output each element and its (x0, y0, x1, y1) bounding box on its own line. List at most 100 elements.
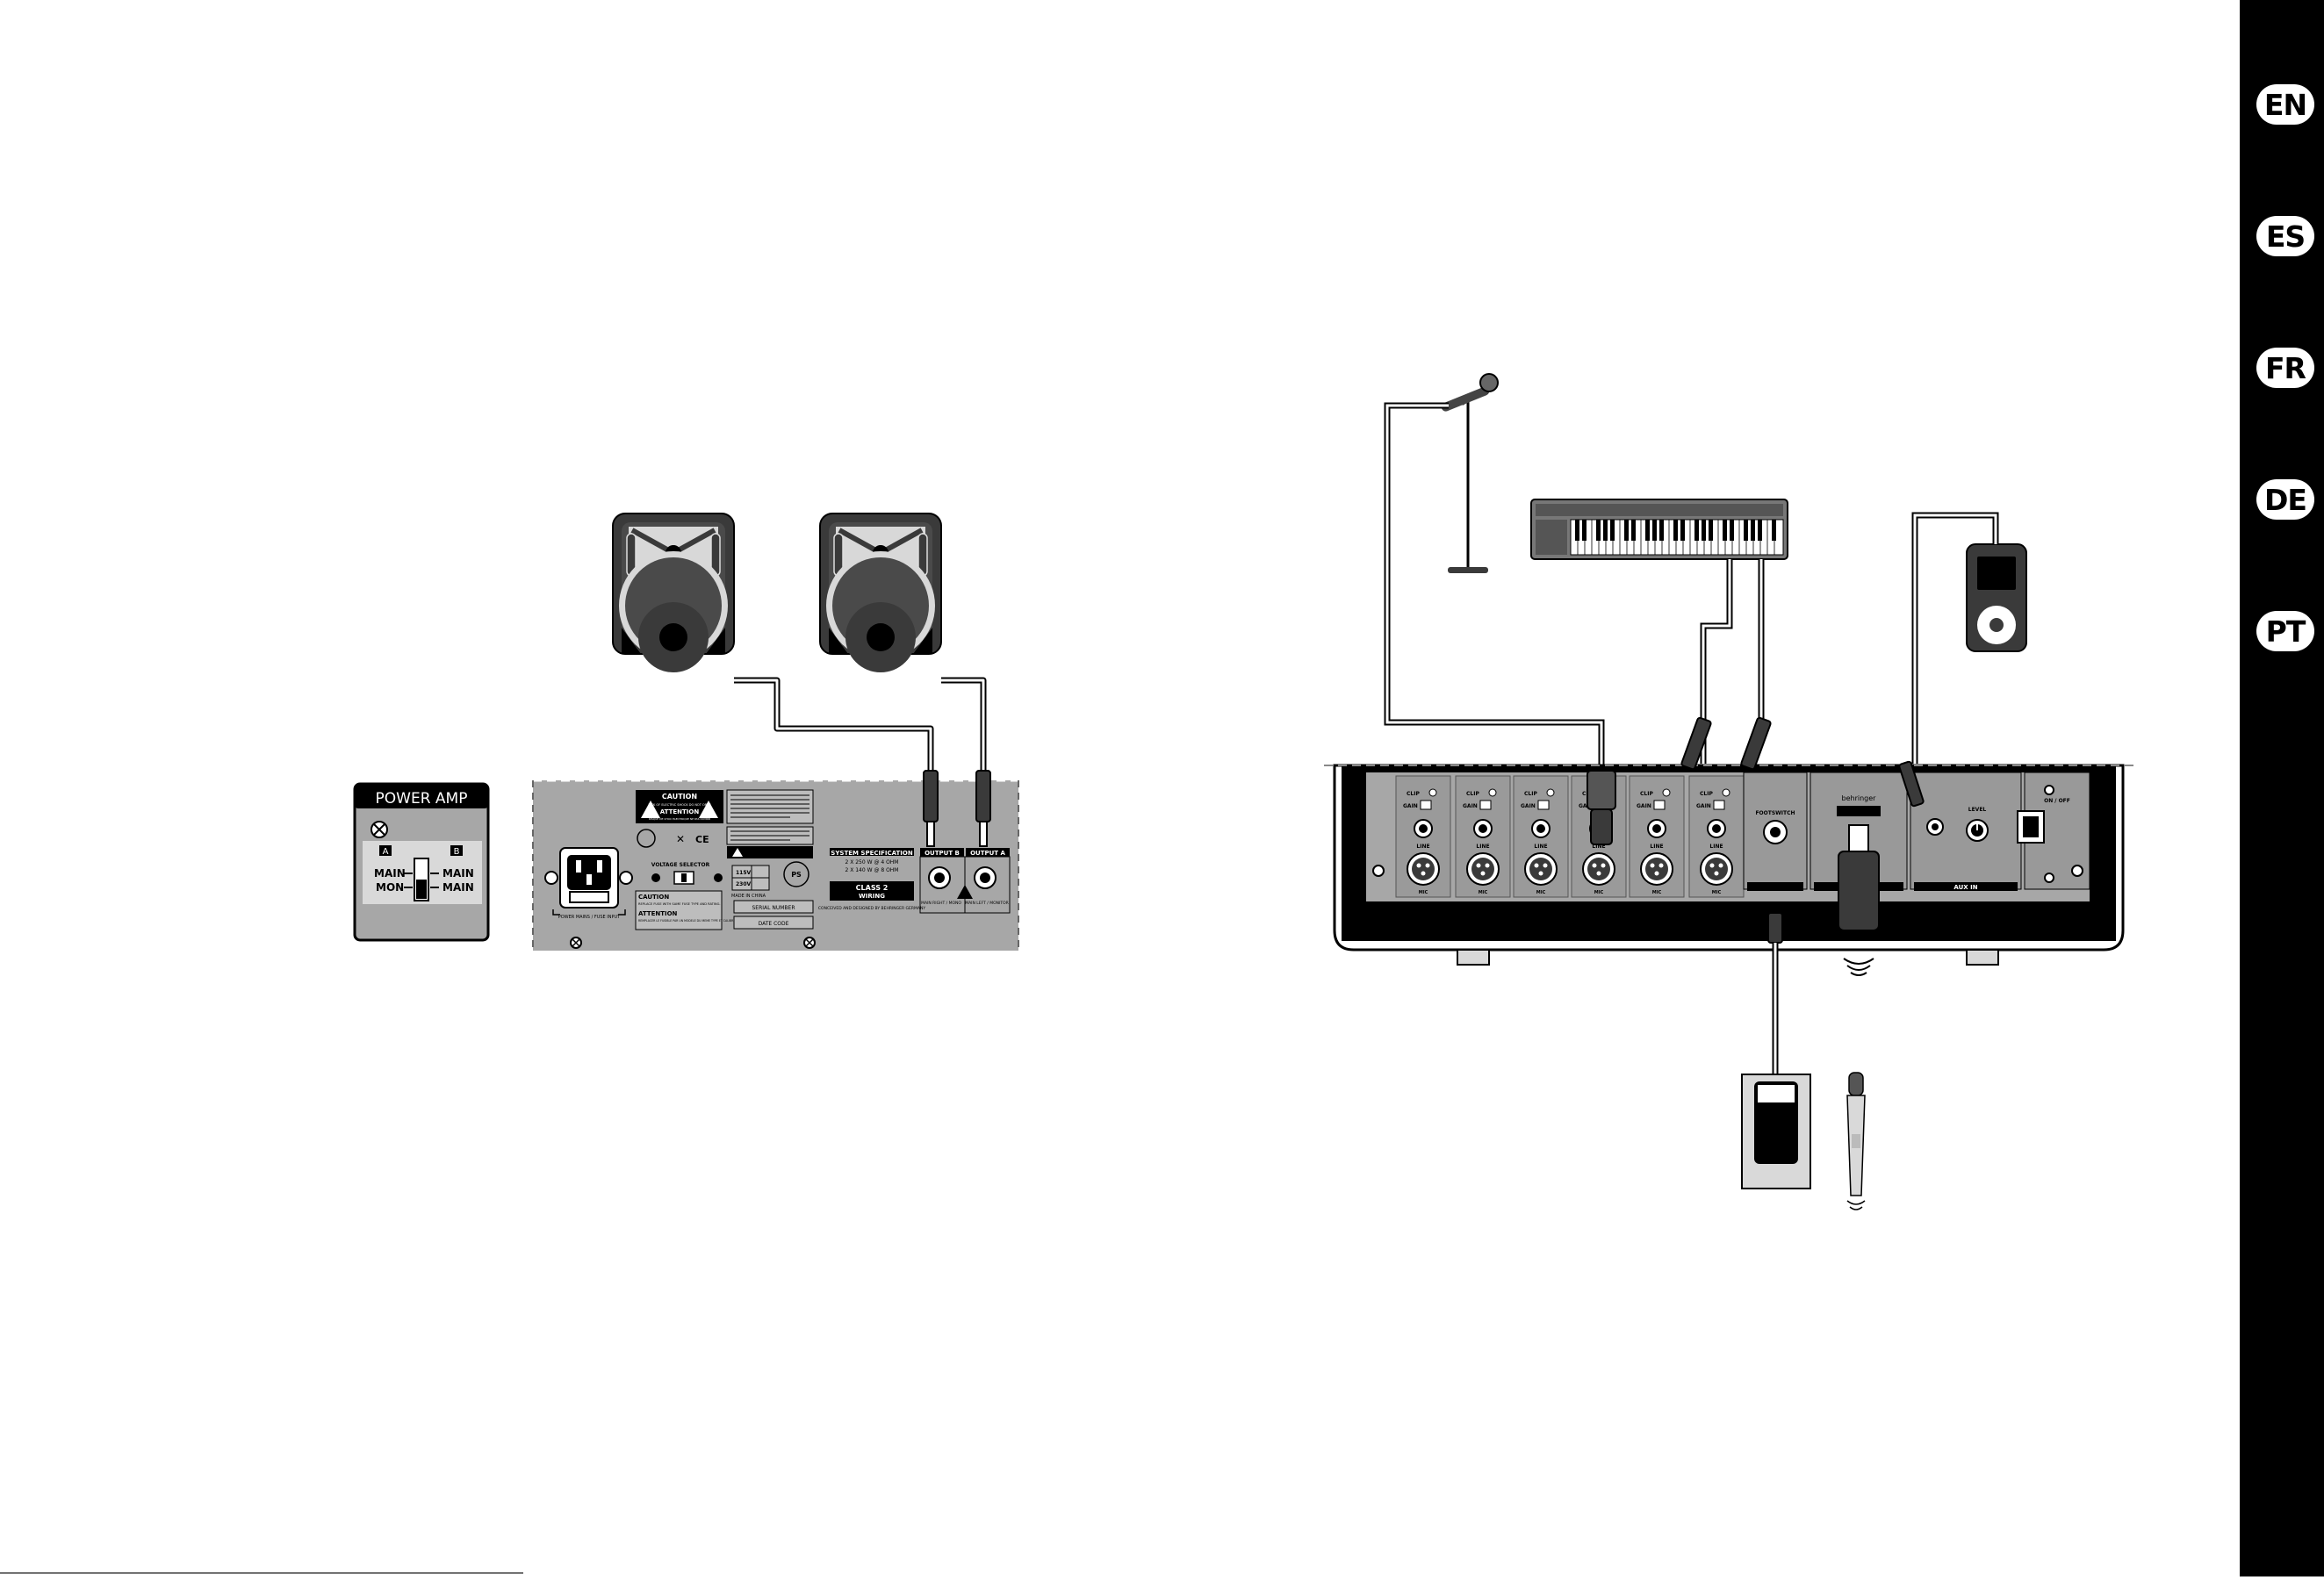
output-b-jack[interactable] (928, 866, 951, 889)
caution2-title: CAUTION (638, 894, 669, 901)
mixer-plugs (1587, 716, 1925, 944)
conceived-text: CONCEIVED AND DESIGNED BY BEHRINGER GERM… (818, 906, 925, 911)
mic-input-xlr[interactable] (1700, 852, 1733, 886)
music-player (1966, 543, 2027, 652)
aux-level-knob[interactable] (1966, 819, 1989, 842)
svg-text:✕: ✕ (676, 833, 685, 845)
clip-label: CLIP (1524, 791, 1537, 797)
mic-label: MIC (1536, 890, 1546, 895)
mic-label: MIC (1594, 890, 1604, 895)
speaker-left (612, 513, 735, 672)
tab-pt[interactable]: PT (2256, 611, 2314, 651)
power-amp-title: POWER AMP (376, 790, 468, 808)
keyboard (1530, 499, 1788, 560)
microphone-stand (1441, 373, 1499, 573)
caution-sub: RISK OF ELECTRIC SHOCK DO NOT OPEN (648, 803, 711, 807)
power-mains-label: POWER MAINS / FUSE INPUT (558, 915, 621, 920)
voltage-230: 230V (736, 881, 752, 887)
mic-input-xlr[interactable] (1466, 852, 1500, 886)
line-label: LINE (1476, 844, 1489, 850)
mic-label: MIC (1652, 890, 1662, 895)
keyboard-keys (1570, 520, 1776, 555)
line-input-jack[interactable] (1647, 819, 1666, 838)
level-label: LEVEL (1968, 807, 1987, 813)
line-input-jack[interactable] (1531, 819, 1551, 838)
voltage-115: 115V (736, 870, 752, 876)
tab-de[interactable]: DE (2256, 479, 2314, 520)
line-label: LINE (1592, 844, 1605, 850)
gain-label: GAIN (1637, 803, 1651, 809)
mic-cable (1384, 402, 1605, 772)
gain-label: GAIN (1521, 803, 1536, 809)
power-label: ON / OFF (2044, 798, 2070, 804)
clip-label: CLIP (1466, 791, 1479, 797)
gain-label: GAIN (1463, 803, 1478, 809)
main-right-label-1: MAIN (442, 867, 474, 880)
serial-number: SERIAL NUMBER (752, 905, 795, 911)
mic-label: MIC (1479, 890, 1488, 895)
gain-label: GAIN (1403, 803, 1418, 809)
amp-rear-panel: POWER MAINS / FUSE INPUT CAUTION RISK OF… (532, 770, 1019, 951)
mic-input-xlr[interactable] (1524, 852, 1558, 886)
clip-label: CLIP (1700, 791, 1713, 797)
power-switch[interactable] (2017, 810, 2045, 844)
line-input-jack[interactable] (1473, 819, 1493, 838)
clip-label: CLIP (1640, 791, 1653, 797)
attention2-title: ATTENTION (638, 910, 678, 917)
mixer-channel-2: CLIP GAIN LINE MIC (1455, 775, 1511, 898)
main-right-label-2: MAIN (442, 881, 474, 894)
svg-text:PS: PS (791, 871, 802, 879)
output-a-jack[interactable] (974, 866, 997, 889)
mic-input-xlr[interactable] (1582, 852, 1615, 886)
mic-input-xlr[interactable] (1407, 852, 1440, 886)
clip-label: CLIP (1407, 791, 1420, 797)
mon-left-label: MON (376, 881, 404, 894)
output-a-sub: MAIN LEFT / MONITOR (965, 901, 1009, 906)
speaker-right (819, 513, 942, 672)
speaker-cables (734, 677, 987, 772)
footswitch-jack[interactable] (1763, 820, 1788, 844)
gain-label: GAIN (1696, 803, 1711, 809)
made-in-label: MADE IN CHINA (731, 894, 766, 899)
mixer-channel-1: CLIP GAIN LINE MIC (1395, 775, 1451, 898)
spec-line-1: 2 X 250 W @ 4 OHM (845, 859, 899, 865)
class2-line-1: CLASS 2 (856, 884, 889, 892)
attention-title: ATTENTION (660, 808, 700, 815)
power-socket[interactable] (544, 847, 633, 908)
caution-title: CAUTION (662, 793, 697, 801)
mixer-rear-panel: CLIP GAIN LINE MIC CLIP GAIN LINE MIC CLIP GAIN LI… (1324, 764, 2133, 966)
gain-label: GAIN (1579, 803, 1594, 809)
caution2-text: REPLACE FUSE WITH SAME FUSE TYPE AND RAT… (638, 902, 721, 906)
line-input-jack[interactable] (1414, 819, 1433, 838)
voltage-selector-label: VOLTAGE SELECTOR (651, 862, 710, 868)
language-sidebar (2240, 0, 2324, 1576)
tab-fr[interactable]: FR (2256, 348, 2314, 388)
tab-en[interactable]: EN (2256, 84, 2314, 125)
output-b-sub: MAIN RIGHT / MONO (921, 901, 961, 906)
wireless-microphone (1846, 1072, 1866, 1210)
brand-label: behringer (1842, 794, 1877, 802)
mic-label: MIC (1712, 890, 1722, 895)
footswitch-pedal (1741, 1074, 1811, 1189)
label-b: B (454, 847, 460, 857)
line-input-jack[interactable] (1707, 819, 1726, 838)
footswitch-label: FOOTSWITCH (1755, 810, 1795, 816)
tab-es[interactable]: ES (2256, 216, 2314, 256)
attention-sub: RISQUE DE CHOC ELECTRIQUE NE PAS OUVRIR (649, 817, 710, 821)
output-b-label: OUTPUT B (925, 850, 960, 857)
attention2-text: REMPLACER LE FUSIBLE PAR UN MODELE DU ME… (638, 919, 736, 923)
mic-input-xlr[interactable] (1640, 852, 1673, 886)
spec-line-2: 2 X 140 W @ 8 OHM (845, 867, 899, 873)
aux-in-jack[interactable] (1926, 818, 1944, 836)
class2-line-2: WIRING (859, 893, 885, 900)
date-code: DATE CODE (759, 921, 789, 927)
mic-label: MIC (1419, 890, 1428, 895)
label-a: A (383, 847, 389, 857)
wireless-signal-icon (1843, 958, 1874, 976)
line-label: LINE (1650, 844, 1663, 850)
line-label: LINE (1416, 844, 1429, 850)
svg-text:CE: CE (695, 834, 709, 845)
